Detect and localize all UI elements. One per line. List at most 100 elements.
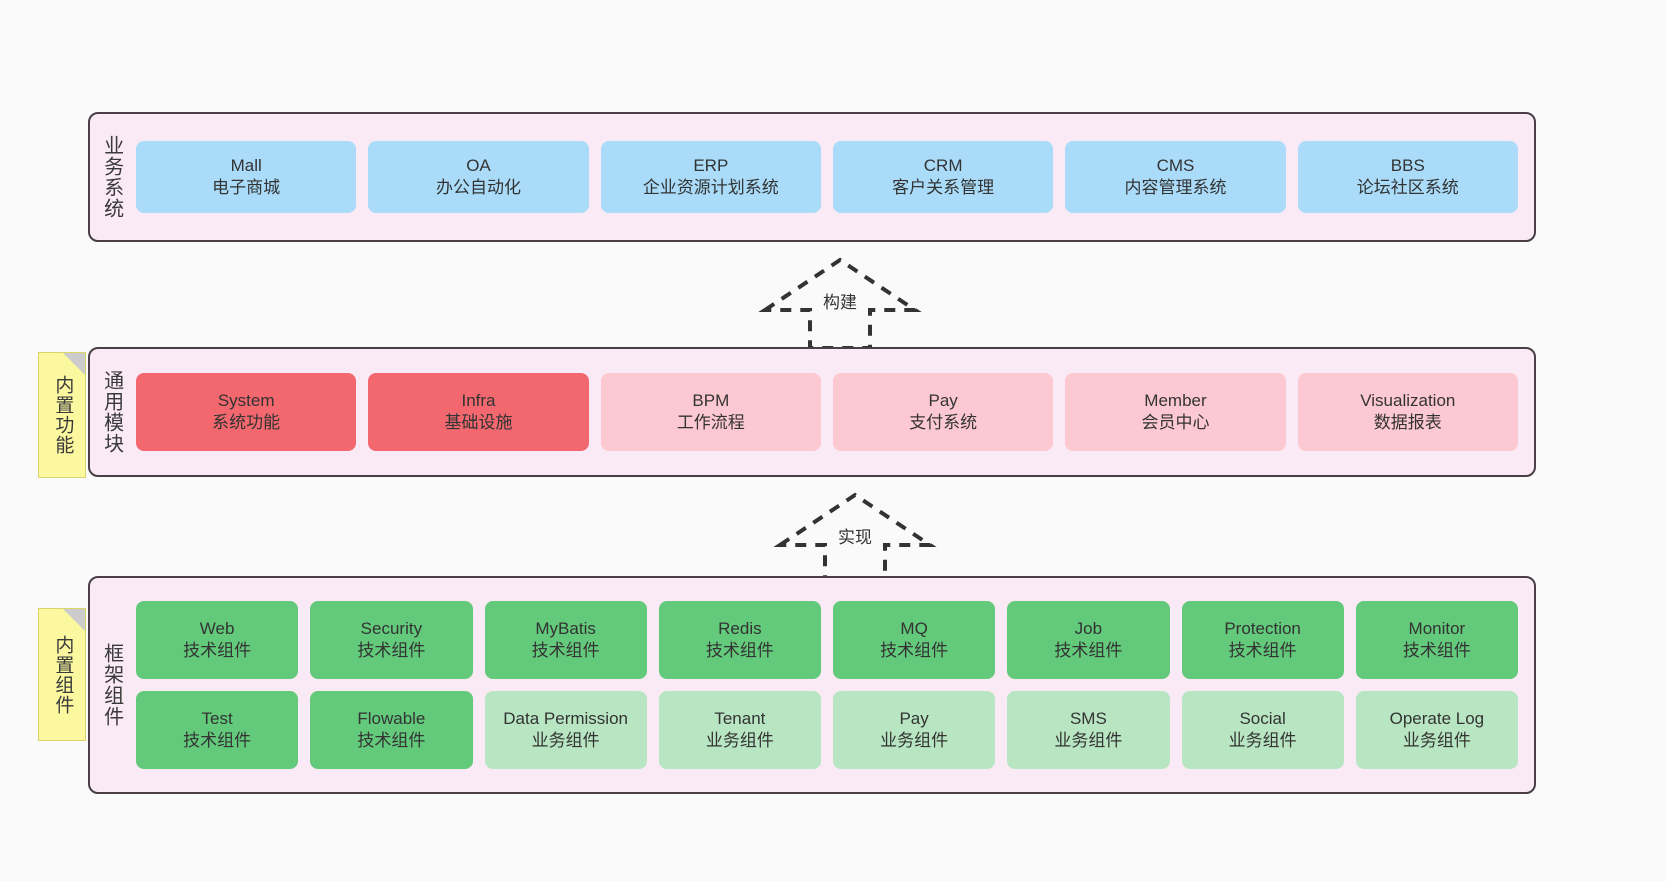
card-desc: 企业资源计划系统 [642,178,779,197]
card-infra[interactable]: Infra 基础设施 [368,373,589,451]
card-desc: 业务组件 [531,731,600,750]
card-bbs[interactable]: BBS 论坛社区系统 [1297,141,1518,213]
card-name: Mall [230,155,262,175]
card-name: Redis [718,618,762,638]
card-desc: 论坛社区系统 [1356,178,1459,197]
panel-title-business-systems: 业务系统 [100,135,123,219]
card-mybatis[interactable]: MyBatis 技术组件 [484,601,647,679]
arrow-build-shape [758,257,922,350]
card-security[interactable]: Security 技术组件 [310,601,473,679]
card-social[interactable]: Social 业务组件 [1181,691,1344,769]
card-name: Data Permission [503,708,628,728]
arrow-implement-shape [773,492,937,585]
note-builtin-components-label: 内置组件 [52,634,74,715]
card-desc: 技术组件 [183,731,252,750]
card-desc: 业务组件 [1228,731,1297,750]
card-crm[interactable]: CRM 客户关系管理 [832,141,1054,213]
card-desc: 技术组件 [880,641,949,660]
card-desc: 内容管理系统 [1124,178,1227,197]
card-name: Social [1239,708,1286,728]
card-test[interactable]: Test 技术组件 [136,691,299,769]
card-desc: 技术组件 [357,731,426,750]
card-name: Job [1074,618,1103,638]
card-name: Member [1144,390,1207,410]
card-name: System [217,390,275,410]
note-builtin-components: 内置组件 [38,608,86,741]
card-desc: 技术组件 [1054,641,1123,660]
card-desc: 工作流程 [676,413,745,432]
card-cms[interactable]: CMS 内容管理系统 [1065,141,1286,213]
card-desc: 技术组件 [1228,641,1297,660]
arrow-build-label: 构建 [823,293,857,312]
arrow-implement: 实现 [770,487,940,587]
card-erp[interactable]: ERP 企业资源计划系统 [600,141,821,213]
card-desc: 技术组件 [183,641,252,660]
card-mall[interactable]: Mall 电子商城 [136,141,357,213]
card-job[interactable]: Job 技术组件 [1007,601,1170,679]
card-desc: 客户关系管理 [892,178,995,197]
card-operate-log[interactable]: Operate Log 业务组件 [1355,691,1518,769]
card-desc: 数据报表 [1373,413,1442,432]
card-name: Visualization [1360,390,1456,410]
card-name: Security [360,618,423,638]
card-desc: 办公自动化 [435,178,521,197]
card-name: Web [199,618,235,638]
card-desc: 电子商城 [212,178,281,197]
card-name: Pay [928,390,958,410]
arrow-build: 构建 [755,252,925,352]
card-flowable[interactable]: Flowable 技术组件 [310,691,473,769]
card-name: BBS [1390,155,1425,175]
card-redis[interactable]: Redis 技术组件 [658,601,821,679]
card-desc: 会员中心 [1141,413,1210,432]
card-mq[interactable]: MQ 技术组件 [833,601,996,679]
card-web[interactable]: Web 技术组件 [136,601,299,679]
card-desc: 支付系统 [909,413,978,432]
note-builtin-features: 内置功能 [38,352,86,478]
card-desc: 技术组件 [1402,641,1471,660]
card-bpm[interactable]: BPM 工作流程 [600,373,821,451]
card-name: CMS [1156,155,1195,175]
card-name: CRM [923,155,963,175]
card-name: ERP [693,155,729,175]
card-name: SMS [1069,708,1107,728]
card-name: MyBatis [535,618,596,638]
card-name: Flowable [357,708,426,728]
card-desc: 业务组件 [1054,731,1123,750]
card-name: Monitor [1408,618,1466,638]
card-name: Pay [899,708,929,728]
card-desc: 基础设施 [444,413,513,432]
card-name: Infra [461,390,496,410]
panel-title-framework-components: 框架组件 [100,643,123,727]
card-name: Operate Log [1389,708,1485,728]
card-desc: 技术组件 [357,641,426,660]
card-tenant[interactable]: Tenant 业务组件 [658,691,821,769]
card-desc: 技术组件 [531,641,600,660]
card-desc: 业务组件 [1402,731,1471,750]
card-desc: 技术组件 [705,641,774,660]
card-visualization[interactable]: Visualization 数据报表 [1297,373,1518,451]
card-monitor[interactable]: Monitor 技术组件 [1355,601,1518,679]
card-name: BPM [692,390,730,410]
card-name: Test [201,708,233,728]
card-member[interactable]: Member 会员中心 [1065,373,1286,451]
card-desc: 业务组件 [705,731,774,750]
card-data-permission[interactable]: Data Permission 业务组件 [484,691,647,769]
card-sms[interactable]: SMS 业务组件 [1007,691,1170,769]
card-pay[interactable]: Pay 支付系统 [832,373,1054,451]
card-name: Tenant [714,708,766,728]
card-name: MQ [900,618,928,638]
